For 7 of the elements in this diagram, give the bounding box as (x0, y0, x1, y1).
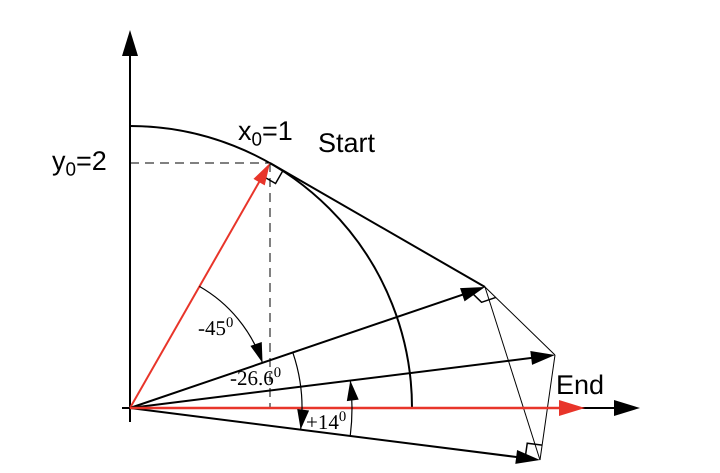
point-label: x$_{0}$=1 (238, 118, 293, 151)
point-label: End (556, 372, 604, 399)
angle-label: +14$^{0}$ (306, 410, 346, 434)
axis-label: y$_{0}$=2 (52, 148, 107, 181)
angle-label: -45$^{0}$ (198, 316, 234, 340)
point-label: Start (318, 130, 376, 157)
angle-label: -26.6$^{0}$ (230, 366, 282, 390)
